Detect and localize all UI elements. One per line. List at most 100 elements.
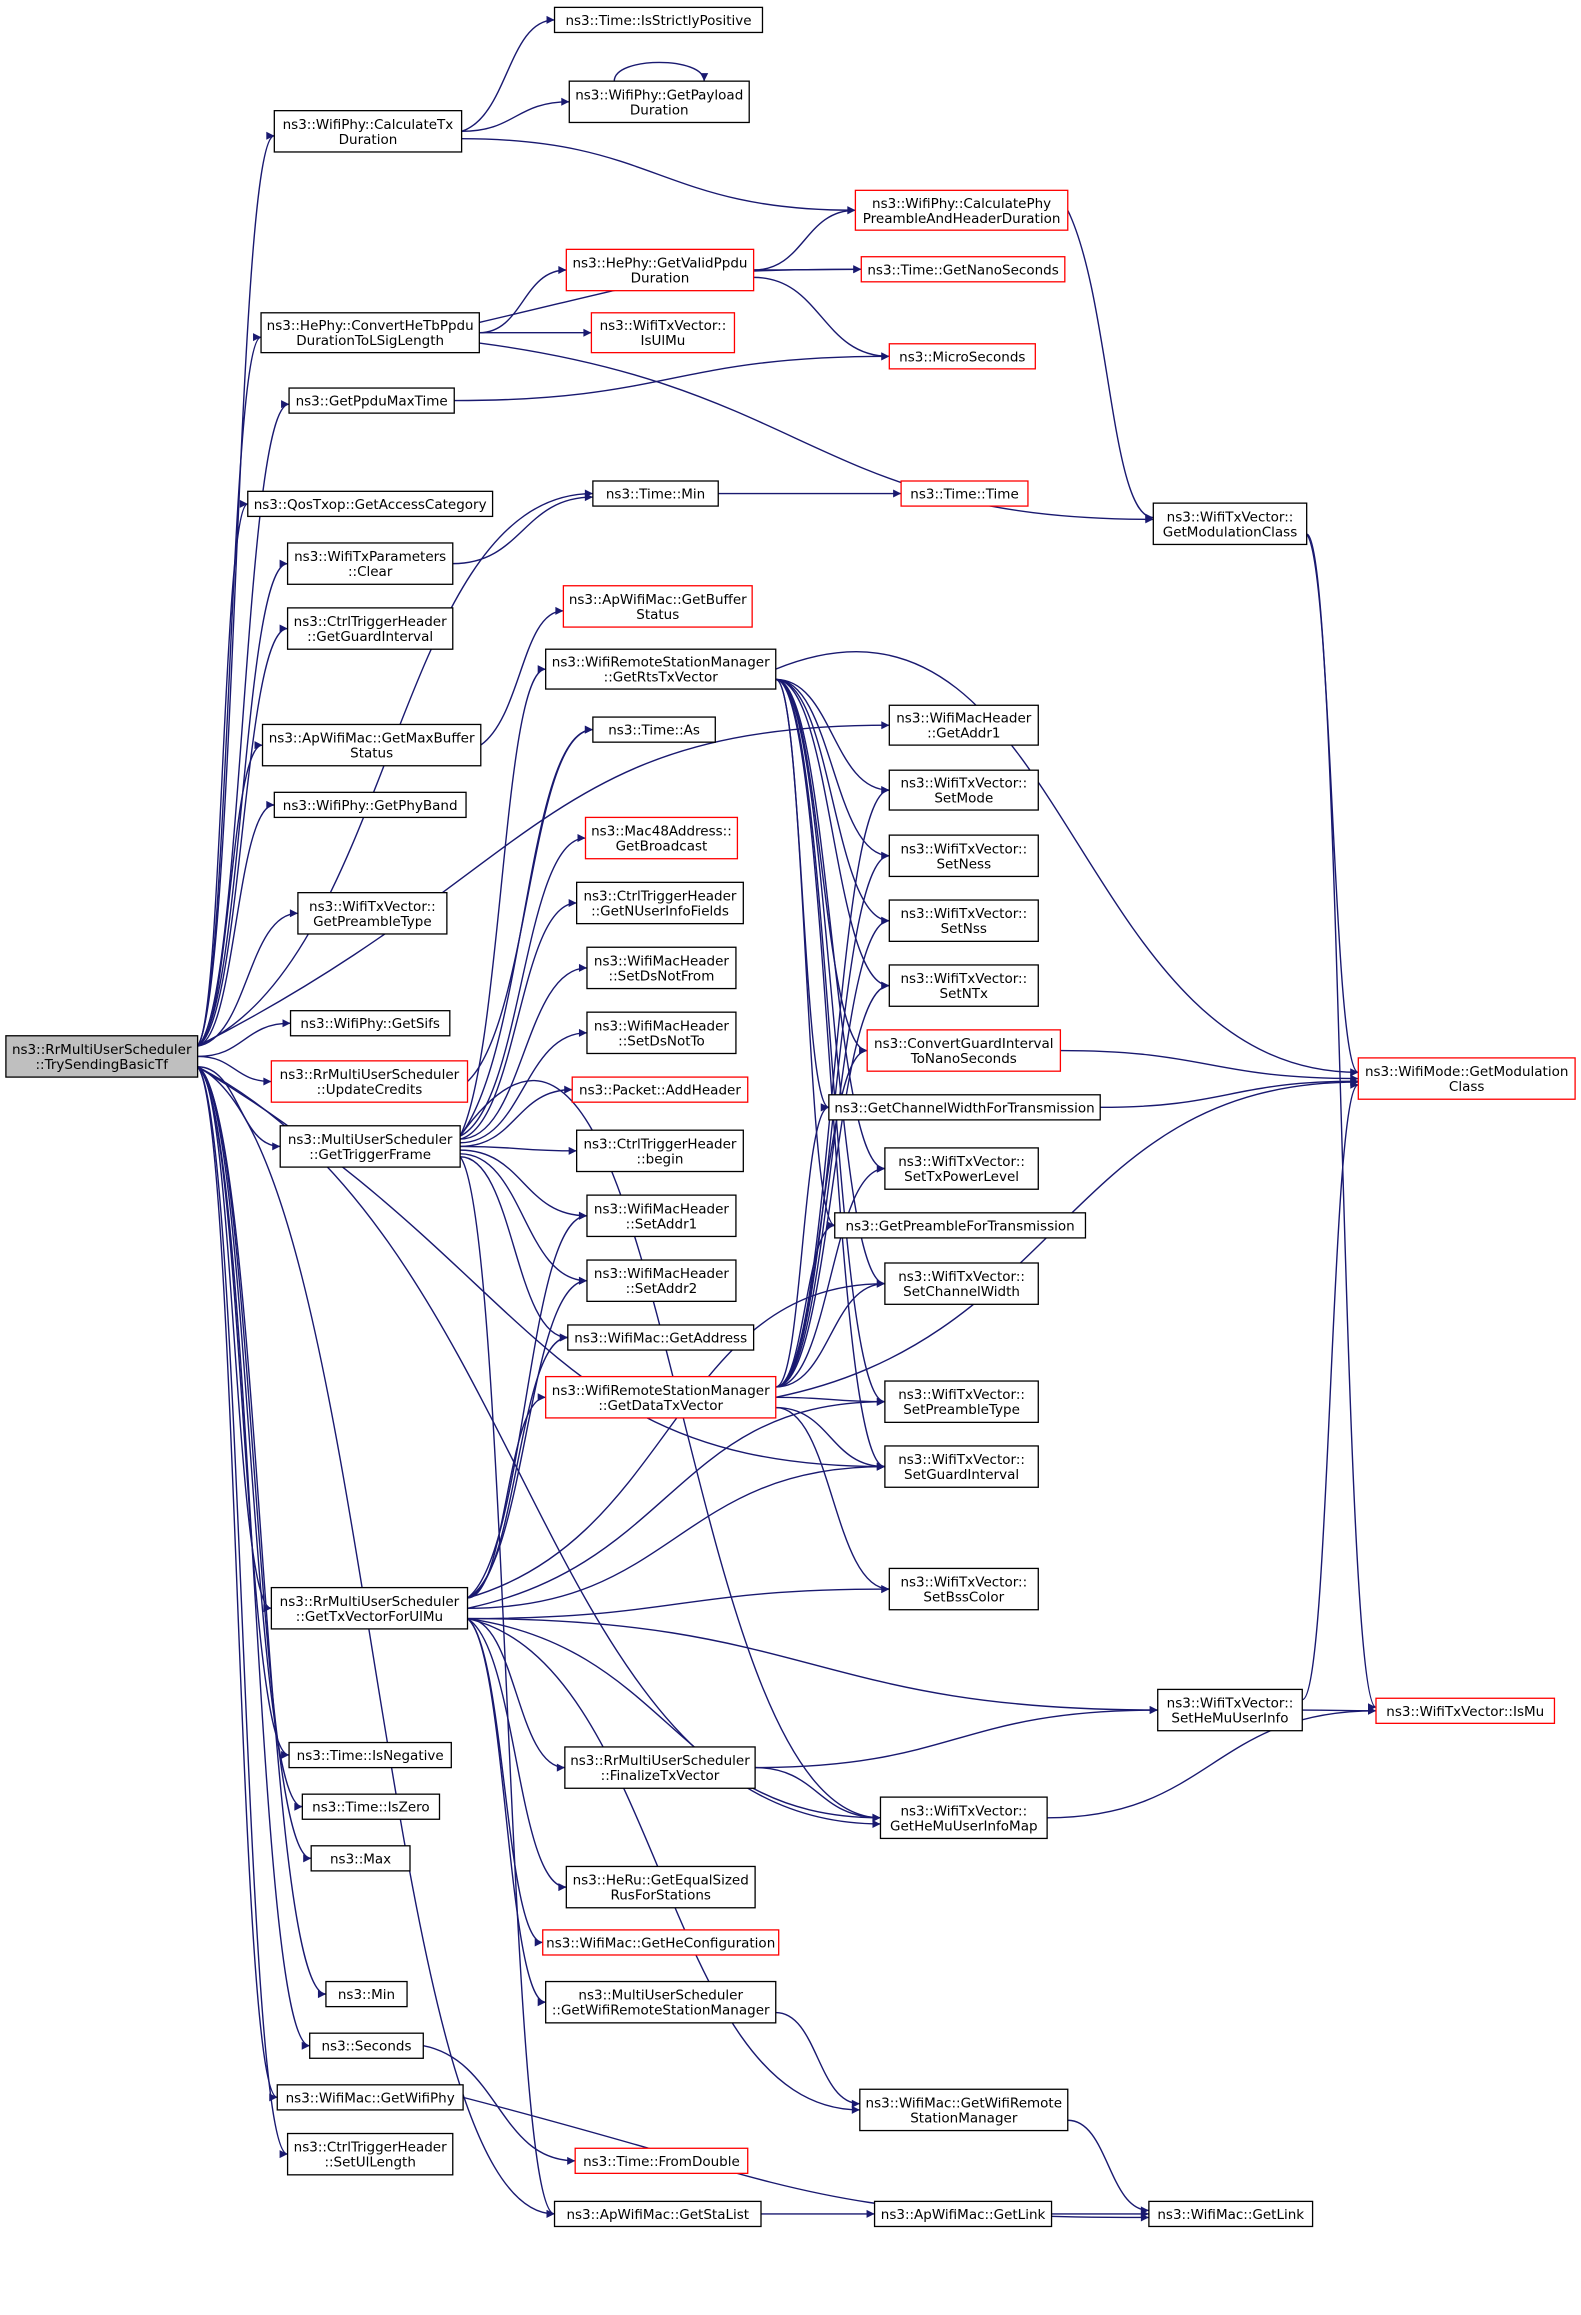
node-isStrictlyPositive[interactable]: ns3::Time::IsStrictlyPositive (553, 6, 764, 34)
node-setNTx[interactable]: ns3::WifiTxVector::SetNTx (888, 964, 1039, 1007)
node-getWifiPhy[interactable]: ns3::WifiMac::GetWifiPhy (276, 2084, 464, 2111)
call-edge-getDataTxVector-to-setMode (775, 789, 890, 1388)
call-edge-getDataTxVector-to-setPreambleType (775, 1396, 885, 1403)
node-getAddr1[interactable]: ns3::WifiMacHeader::GetAddr1 (888, 704, 1039, 746)
node-getRtsTxVector[interactable]: ns3::WifiRemoteStationManager::GetRtsTxV… (545, 648, 777, 690)
arrowhead (301, 2041, 310, 2050)
node-setAddr1[interactable]: ns3::WifiMacHeader::SetAddr1 (586, 1194, 737, 1238)
node-convertHeTb[interactable]: ns3::HePhy::ConvertHeTbPpduDurationToLSi… (260, 312, 480, 354)
node-getNanoSeconds[interactable]: ns3::Time::GetNanoSeconds (860, 256, 1066, 283)
arrowhead (866, 2209, 875, 2218)
node-getTriggerFrame[interactable]: ns3::MultiUserScheduler::GetTriggerFrame (279, 1125, 461, 1168)
node-getDataTxVector[interactable]: ns3::WifiRemoteStationManager::GetDataTx… (545, 1375, 777, 1419)
node-isMu[interactable]: ns3::WifiTxVector::IsMu (1375, 1697, 1556, 1724)
node-getBroadcast[interactable]: ns3::Mac48Address::GetBroadcast (584, 816, 739, 860)
node-apGetLink[interactable]: ns3::ApWifiMac::GetLink (873, 2200, 1053, 2228)
node-box (879, 1796, 1048, 1840)
node-getPreambleType[interactable]: ns3::WifiTxVector::GetPreambleType (297, 892, 448, 935)
node-setChannelWidth[interactable]: ns3::WifiTxVector::SetChannelWidth (884, 1262, 1039, 1305)
node-getPhyBand[interactable]: ns3::WifiPhy::GetPhyBand (273, 791, 467, 819)
call-edge-getDataTxVector-to-setBssColor (775, 1406, 890, 1590)
node-getAddress[interactable]: ns3::WifiMac::GetAddress (567, 1324, 755, 1351)
node-txParamsClear[interactable]: ns3::WifiTxParameters::Clear (286, 542, 454, 585)
node-macGetWrsm[interactable]: ns3::WifiMac::GetWifiRemoteStationManage… (859, 2088, 1069, 2132)
call-edge-getTriggerFrame-to-trigBegin (460, 1145, 577, 1152)
node-setDsNotTo[interactable]: ns3::WifiMacHeader::SetDsNotTo (586, 1011, 737, 1055)
node-setBssColor[interactable]: ns3::WifiTxVector::SetBssColor (888, 1567, 1039, 1611)
node-getPreambleForTx[interactable]: ns3::GetPreambleForTransmission (834, 1212, 1087, 1239)
node-setMode[interactable]: ns3::WifiTxVector::SetMode (888, 769, 1039, 811)
node-macGetLink[interactable]: ns3::WifiMac::GetLink (1148, 2200, 1314, 2228)
call-edge-root-to-max (197, 1066, 312, 1860)
node-setUlLength[interactable]: ns3::CtrlTriggerHeader::SetUlLength (286, 2132, 454, 2176)
node-getTxVectorForUlMu[interactable]: ns3::RrMultiUserScheduler::GetTxVectorFo… (270, 1586, 469, 1630)
node-isNegative[interactable]: ns3::Time::IsNegative (288, 1741, 452, 1769)
node-setTxPowerLevel[interactable]: ns3::WifiTxVector::SetTxPowerLevel (884, 1147, 1039, 1190)
node-setNss[interactable]: ns3::WifiTxVector::SetNss (888, 899, 1039, 942)
node-label: GetModulationClass (1163, 524, 1298, 540)
call-edge-root-to-getPpduMaxTime (197, 403, 290, 1047)
node-getStaList[interactable]: ns3::ApWifiMac::GetStaList (553, 2200, 762, 2228)
node-label: Status (350, 746, 393, 762)
node-getAccessCategory[interactable]: ns3::QosTxop::GetAccessCategory (247, 490, 494, 518)
node-box (568, 80, 750, 124)
call-edge-finalizeTxVector-to-setHeMuUserInfo (755, 1709, 1158, 1769)
node-label: ns3::Mac48Address:: (591, 824, 732, 840)
node-timeMin[interactable]: ns3::Time::Min (592, 480, 719, 507)
node-min[interactable]: ns3::Min (325, 1980, 408, 2008)
node-box (884, 1262, 1039, 1305)
node-box (279, 1125, 461, 1168)
node-getHeMuUserInfoMap[interactable]: ns3::WifiTxVector::GetHeMuUserInfoMap (879, 1796, 1048, 1840)
node-getGuardIntervalTrig[interactable]: ns3::CtrlTriggerHeader::GetGuardInterval (286, 607, 454, 650)
node-isUlMu[interactable]: ns3::WifiTxVector::IsUlMu (590, 312, 736, 354)
node-label: ::SetUlLength (324, 2155, 415, 2171)
node-setGuardInterval[interactable]: ns3::WifiTxVector::SetGuardInterval (884, 1445, 1039, 1488)
node-setHeMuUserInfo[interactable]: ns3::WifiTxVector::SetHeMuUserInfo (1157, 1688, 1303, 1732)
node-fromDouble[interactable]: ns3::Time::FromDouble (574, 2147, 749, 2175)
node-label: ::UpdateCredits (317, 1082, 423, 1098)
node-getSifs[interactable]: ns3::WifiPhy::GetSifs (289, 1010, 451, 1037)
arrowhead (881, 916, 890, 925)
node-root[interactable]: ns3::RrMultiUserScheduler::TrySendingBas… (5, 1035, 199, 1078)
node-getModulationClassTx[interactable]: ns3::WifiTxVector::GetModulationClass (1152, 502, 1308, 546)
node-setNess[interactable]: ns3::WifiTxVector::SetNess (888, 834, 1039, 878)
node-updateCredits[interactable]: ns3::RrMultiUserScheduler::UpdateCredits (270, 1060, 469, 1103)
node-wifiModeGetModClass[interactable]: ns3::WifiMode::GetModulationClass (1357, 1057, 1576, 1100)
call-edge-getTxVectorForUlMu-to-getDataTxVector (467, 1396, 546, 1599)
node-musGetWrsm[interactable]: ns3::MultiUserScheduler::GetWifiRemoteSt… (545, 1980, 777, 2024)
node-finalizeTxVector[interactable]: ns3::RrMultiUserScheduler::FinalizeTxVec… (564, 1746, 756, 1789)
node-getHeConfiguration[interactable]: ns3::WifiMac::GetHeConfiguration (542, 1929, 780, 1956)
node-timeTime[interactable]: ns3::Time::Time (900, 480, 1029, 507)
node-box (576, 1129, 744, 1173)
node-timeAs[interactable]: ns3::Time::As (592, 716, 716, 743)
node-setAddr2[interactable]: ns3::WifiMacHeader::SetAddr2 (586, 1259, 737, 1303)
call-edge-convertHeTb-to-getModulationClassTx (479, 342, 1154, 521)
node-label: ns3::MultiUserScheduler (288, 1132, 453, 1148)
node-box (888, 1567, 1039, 1611)
arrowhead (584, 725, 593, 734)
node-setDsNotFrom[interactable]: ns3::WifiMacHeader::SetDsNotFrom (586, 946, 737, 990)
arrowhead (303, 1854, 312, 1863)
node-seconds[interactable]: ns3::Seconds (309, 2032, 424, 2059)
node-getPpduMaxTime[interactable]: ns3::GetPpduMaxTime (288, 387, 455, 414)
node-trigBegin[interactable]: ns3::CtrlTriggerHeader::begin (576, 1129, 744, 1173)
arrowhead (881, 981, 890, 990)
node-isZero[interactable]: ns3::Time::IsZero (301, 1793, 441, 1820)
node-microSeconds[interactable]: ns3::MicroSeconds (888, 343, 1036, 370)
node-max[interactable]: ns3::Max (310, 1845, 411, 1872)
node-addHeader[interactable]: ns3::Packet::AddHeader (571, 1076, 749, 1103)
node-getNUserInfoFields[interactable]: ns3::CtrlTriggerHeader::GetNUserInfoFiel… (576, 881, 744, 925)
node-calcPhyPreamble[interactable]: ns3::WifiPhy::CalculatePhyPreambleAndHea… (854, 189, 1069, 231)
call-edge-root-to-getWifiPhy (197, 1066, 278, 2099)
arrowhead (1350, 1080, 1359, 1089)
node-getChannelWidthForTx[interactable]: ns3::GetChannelWidthForTransmission (828, 1094, 1101, 1121)
call-edge-root-to-getStaList (197, 1066, 555, 2215)
node-setPreambleType[interactable]: ns3::WifiTxVector::SetPreambleType (884, 1380, 1039, 1423)
